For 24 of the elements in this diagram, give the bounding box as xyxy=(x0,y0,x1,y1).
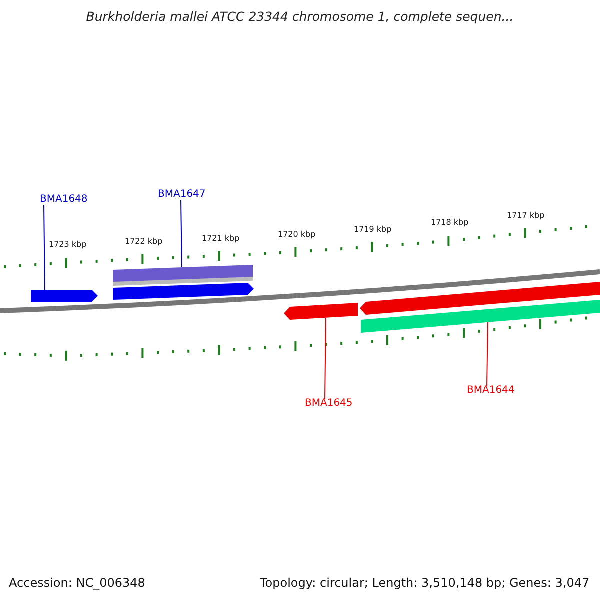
gene-feature xyxy=(361,300,600,333)
leader-line xyxy=(180,200,182,268)
scale-label: 1720 kbp xyxy=(278,231,316,239)
leader-line xyxy=(486,322,488,386)
gene-label: BMA1644 xyxy=(467,386,515,396)
gene-feature xyxy=(31,290,98,302)
scale-label: 1723 kbp xyxy=(49,241,87,249)
accession-text: Accession: NC_006348 xyxy=(9,577,146,589)
scale-label: 1721 kbp xyxy=(202,235,240,243)
scale-label: 1722 kbp xyxy=(125,238,163,246)
gene-label: BMA1645 xyxy=(305,399,353,409)
gene-feature xyxy=(113,265,253,286)
scale-label: 1719 kbp xyxy=(354,226,392,234)
scale-label: 1717 kbp xyxy=(507,212,545,220)
leader-line xyxy=(44,204,46,290)
gene-label: BMA1647 xyxy=(158,190,206,200)
gene-label: BMA1648 xyxy=(40,195,88,205)
scale-label: 1718 kbp xyxy=(431,219,469,227)
gene-feature xyxy=(284,303,358,320)
title: Burkholderia mallei ATCC 23344 chromosome 1, complete sequen... xyxy=(85,11,515,24)
gene-feature xyxy=(360,282,600,315)
leader-line xyxy=(324,317,326,400)
gene-feature xyxy=(113,283,254,300)
sequence-info-text: Topology: circular; Length: 3,510,148 bp; Genes: 3,047 xyxy=(260,577,590,589)
